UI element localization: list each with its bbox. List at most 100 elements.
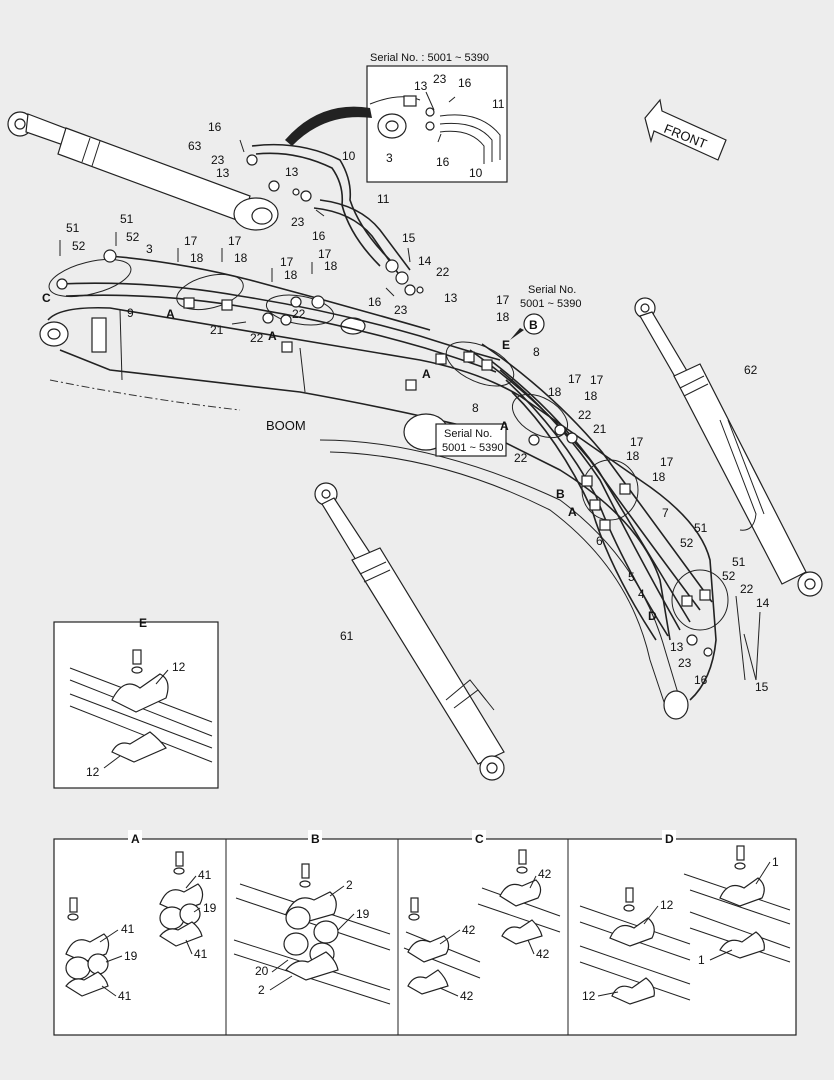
- callout-16-c: 16: [368, 295, 382, 309]
- callout-20-b: 20: [255, 964, 269, 978]
- callout-10: 10: [342, 149, 356, 163]
- callout-17-h: 17: [630, 435, 644, 449]
- callout-4: 4: [638, 587, 645, 601]
- callout-42-c4: 42: [460, 989, 474, 1003]
- callout-15-b: 15: [755, 680, 769, 694]
- callout-42-c1: 42: [538, 867, 552, 881]
- callout-3: 3: [146, 242, 153, 256]
- callout-17-e: 17: [496, 293, 510, 307]
- detail-b-drawing: [233, 863, 391, 1005]
- callout-62: 62: [744, 363, 758, 377]
- callout-17-f: 17: [568, 372, 582, 386]
- callout-22-c: 22: [436, 265, 450, 279]
- fittings-cylinder: [239, 139, 325, 217]
- serial-box-line2: 5001 ~ 5390: [442, 442, 503, 454]
- callout-23-c: 23: [394, 303, 408, 317]
- detail-d-title: D: [665, 832, 674, 846]
- callout-10-inset: 10: [469, 166, 483, 180]
- callout-8-b: 8: [472, 401, 479, 415]
- callout-2-b2: 2: [258, 983, 265, 997]
- detail-mark-a3: A: [422, 367, 431, 381]
- callout-16-b: 16: [312, 229, 326, 243]
- callout-13-inset: 13: [414, 79, 428, 93]
- callout-18-c: 18: [284, 268, 298, 282]
- callout-14-a: 14: [418, 254, 432, 268]
- pipe-5: [505, 379, 669, 637]
- serial-mid-line1: Serial No.: [528, 284, 576, 296]
- callout-18-a: 18: [190, 251, 204, 265]
- title-bg-b: [308, 830, 322, 846]
- callout-19-a2: 19: [124, 949, 138, 963]
- callout-9: 9: [127, 306, 134, 320]
- callout-16-inset-a: 16: [458, 76, 472, 90]
- detail-mark-e: E: [502, 338, 510, 352]
- detail-c-drawing: [403, 849, 561, 995]
- callout-16-d: 16: [694, 673, 708, 687]
- callout-41-a2: 41: [194, 947, 208, 961]
- callout-41-a3: 41: [121, 922, 135, 936]
- pipe-3b: [109, 255, 431, 331]
- hardware-right: [463, 351, 761, 681]
- callout-61: 61: [340, 629, 354, 643]
- detail-bubble-b: [523, 313, 545, 335]
- callout-18-g: 18: [584, 389, 598, 403]
- detail-mark-d: D: [648, 609, 657, 623]
- leader-lines: [99, 669, 771, 997]
- title-bg-a: [128, 830, 142, 846]
- serial-top-label: Serial No. : 5001 ~ 5390: [370, 52, 489, 64]
- callout-17-i: 17: [660, 455, 674, 469]
- callout-17-b: 17: [228, 234, 242, 248]
- hose-10b: [255, 152, 381, 267]
- callout-5: 5: [628, 570, 635, 584]
- detail-e-title: E: [139, 616, 147, 630]
- callout-11: 11: [377, 192, 390, 206]
- callout-19-a1: 19: [203, 901, 217, 915]
- serial-box-line1: Serial No.: [444, 428, 492, 440]
- callout-13-a: 13: [216, 166, 230, 180]
- pipe-4: [511, 391, 657, 641]
- detail-mark-a2: A: [268, 329, 277, 343]
- callout-18-e: 18: [496, 310, 510, 324]
- callout-2-b1: 2: [346, 878, 353, 892]
- detail-e-box: [53, 621, 219, 789]
- callout-1-d1: 1: [772, 855, 779, 869]
- callout-21-b: 21: [593, 422, 607, 436]
- callout-42-c3: 42: [462, 923, 476, 937]
- callout-41-a4: 41: [118, 989, 132, 1003]
- title-bg-d: [662, 830, 676, 846]
- callout-22-d: 22: [578, 408, 592, 422]
- callout-23-a: 23: [211, 153, 225, 167]
- detail-mark-c: C: [42, 291, 51, 305]
- cylinder-61: [314, 482, 505, 781]
- front-arrow: FRONT: [644, 98, 727, 161]
- boom-label: BOOM: [266, 418, 306, 433]
- callout-18-h: 18: [626, 449, 640, 463]
- detail-c-title: C: [475, 832, 484, 846]
- callout-51-a: 51: [66, 221, 80, 235]
- pipe-7: [489, 359, 691, 623]
- hardware-mid: [385, 247, 447, 391]
- callout-13-b: 13: [285, 165, 299, 179]
- pipe-8b: [481, 343, 713, 603]
- callout-21-a: 21: [210, 323, 224, 337]
- callout-3-inset: 3: [386, 151, 393, 165]
- callout-52-d: 52: [722, 569, 736, 583]
- callout-63: 63: [188, 139, 202, 153]
- bubble-pointer: [510, 328, 524, 340]
- callout-16-inset-b: 16: [436, 155, 450, 169]
- hose-11: [319, 199, 411, 271]
- hose-10: [251, 143, 391, 261]
- hardware-left: [56, 232, 325, 353]
- callout-1-d2: 1: [698, 953, 705, 967]
- callout-42-c2: 42: [536, 947, 550, 961]
- callout-17-d: 17: [318, 247, 332, 261]
- callout-23-inset: 23: [433, 72, 447, 86]
- callout-17-c: 17: [280, 255, 294, 269]
- callout-12-d2: 12: [582, 989, 596, 1003]
- detail-a-title: A: [131, 832, 140, 846]
- detail-mark-b1: B: [556, 487, 565, 501]
- callout-7: 7: [662, 506, 669, 520]
- detail-mark-a4: A: [500, 419, 509, 433]
- callout-23-b: 23: [291, 215, 305, 229]
